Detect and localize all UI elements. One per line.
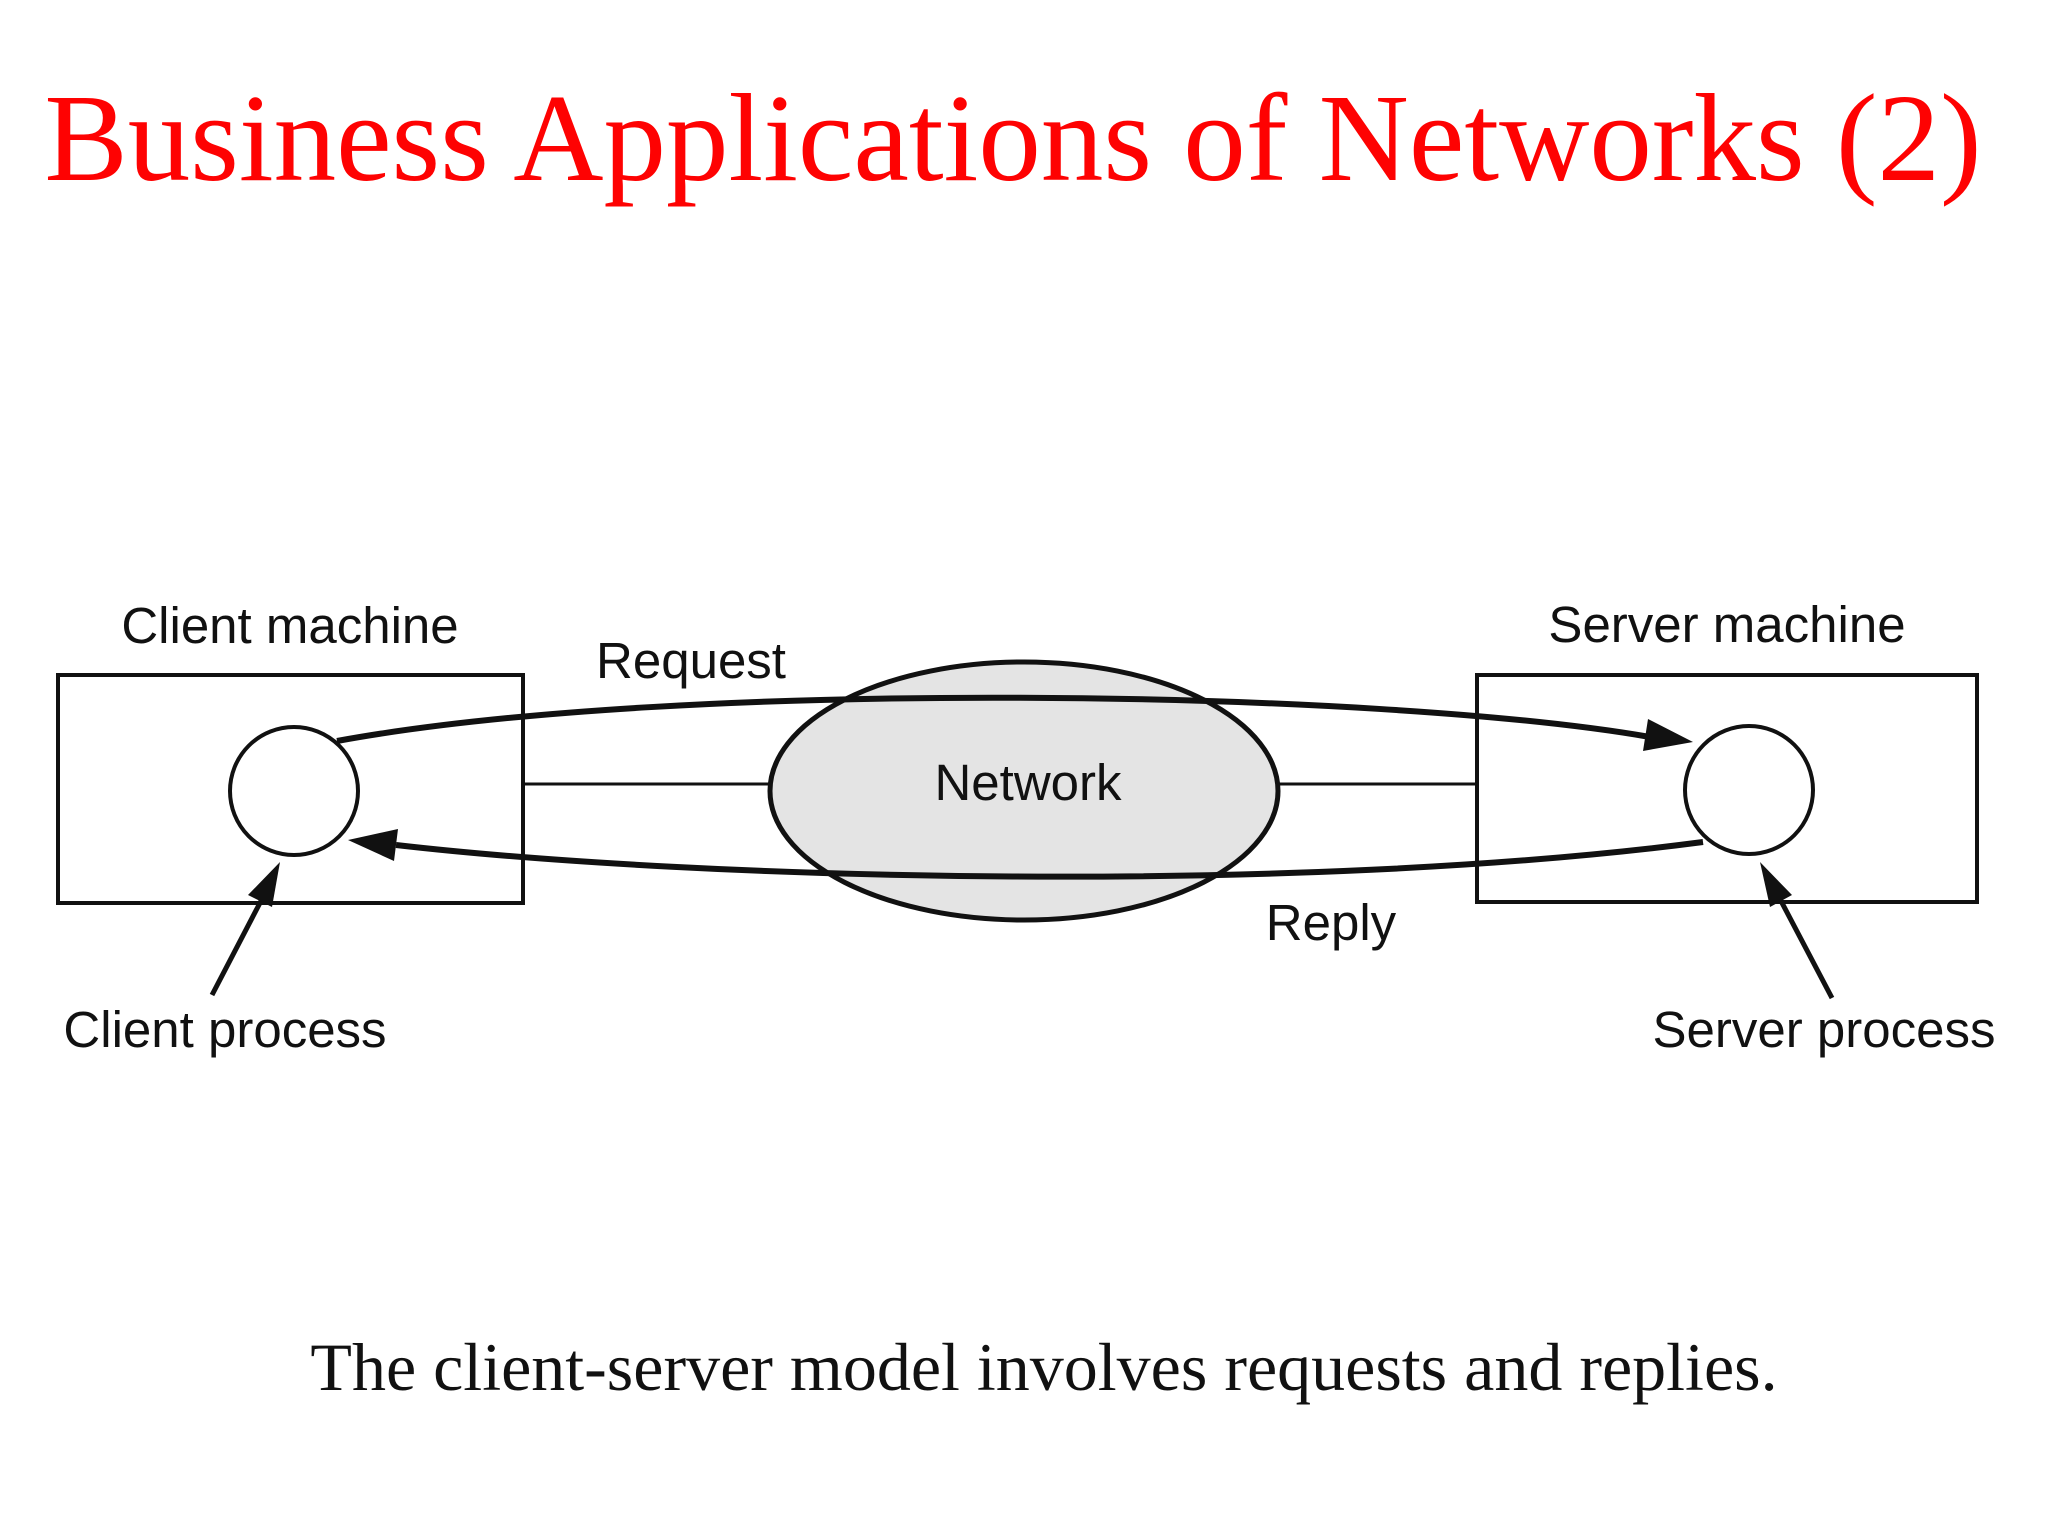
server-machine-label: Server machine: [1548, 596, 1905, 653]
server-process-circle: [1683, 724, 1815, 856]
request-label: Request: [596, 632, 786, 689]
server-process-arrowhead-icon: [1760, 862, 1792, 907]
client-process-pointer-arrow: [209, 862, 280, 997]
client-process-circle: [228, 725, 360, 857]
request-arrow: [336, 694, 1693, 751]
request-arrow-line: [336, 694, 1651, 744]
client-process-label: Client process: [63, 1001, 386, 1058]
reply-arrow: [348, 829, 1704, 880]
network-ellipse: [767, 659, 1281, 923]
client-process-arrowhead-icon: [248, 862, 280, 907]
reply-arrowhead-icon: [348, 829, 398, 861]
request-arrowhead-icon: [1643, 719, 1693, 751]
slide-caption: The client-server model involves request…: [310, 1329, 1777, 1405]
network-label: Network: [934, 754, 1122, 811]
server-process-pointer-line: [1777, 897, 1835, 1000]
slide-title: Business Applications of Networks (2): [44, 70, 1981, 208]
server-process-label: Server process: [1653, 1001, 1996, 1058]
client-process-pointer-line: [209, 897, 265, 997]
client-machine-box: [56, 673, 525, 905]
reply-arrow-line: [395, 839, 1704, 880]
client-machine-label: Client machine: [121, 597, 458, 654]
server-process-pointer-arrow: [1760, 862, 1835, 1000]
reply-label: Reply: [1266, 894, 1397, 951]
server-machine-box: [1475, 673, 1979, 904]
